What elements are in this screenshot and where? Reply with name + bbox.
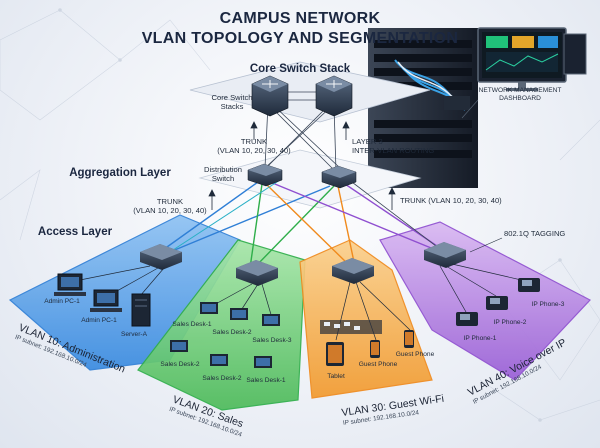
wifi-signal <box>320 320 382 334</box>
device-label-admin-pc-2: Admin PC-1 <box>81 317 117 324</box>
access-switch-vlan-40 <box>424 242 466 268</box>
device-label-admin-pc-1: Admin PC-1 <box>44 298 80 305</box>
distribution-label-2: Switch <box>212 174 234 183</box>
trunk-arrows <box>208 121 396 210</box>
device-label-ip-phone-3: IP Phone-3 <box>532 301 565 308</box>
server-a: Server-A <box>121 293 151 338</box>
sales-desk-4: Sales Desk-2 <box>160 340 200 368</box>
sales-desk-6: Sales Desk-1 <box>246 356 286 384</box>
ip-phone-3: IP Phone-3 <box>518 278 565 308</box>
device-label-sales-desk-6: Sales Desk-1 <box>246 377 286 384</box>
device-label-sales-desk-2: Sales Desk-2 <box>212 329 252 336</box>
tagging-pointer <box>469 237 503 253</box>
access-switch-vlan-20 <box>236 260 278 286</box>
aggregation-layer-label: Aggregation Layer <box>69 167 171 179</box>
sales-desk-2: Sales Desk-2 <box>212 308 252 336</box>
vlan-30-caption: VLAN 30: Guest Wi-Fi IP subnet: 192.168.… <box>341 393 445 427</box>
server-rack <box>368 28 478 188</box>
distribution-switch-2 <box>321 165 357 189</box>
core-switch-label-2: Stacks <box>221 102 244 111</box>
core-switch-1 <box>251 75 289 117</box>
device-label-server-a: Server-A <box>121 331 148 338</box>
access-layer-label: Access Layer <box>38 226 113 238</box>
core-switch-label-1: Core Switch <box>212 93 253 102</box>
tablet: Tablet <box>326 342 345 380</box>
guest-phone-1: Guest Phone <box>359 340 398 368</box>
admin-pc-2: Admin PC-1 <box>81 289 122 324</box>
sales-desk-1: Sales Desk-1 <box>172 302 218 328</box>
access-switch-vlan-30 <box>332 258 374 284</box>
device-label-sales-desk-3: Sales Desk-3 <box>252 337 292 344</box>
layer3-label-1: LAYER 3 <box>352 137 383 146</box>
ip-phone-2: IP Phone-2 <box>486 296 527 326</box>
distribution-links <box>159 175 441 269</box>
trunk-right-label: TRUNK (VLAN 10, 20, 30, 40) <box>400 196 502 205</box>
trunk-core-label-1: TRUNK <box>241 137 267 146</box>
device-label-tablet: Tablet <box>327 373 345 380</box>
core-switch-2 <box>315 75 353 117</box>
device-label-ip-phone-2: IP Phone-2 <box>494 319 527 326</box>
device-label-sales-desk-1: Sales Desk-1 <box>172 321 212 328</box>
guest-phone-2: Guest Phone <box>396 330 435 358</box>
dashboard-label-1: NETWORK MANAGEMENT <box>479 87 562 94</box>
sales-desk-5: Sales Desk-2 <box>202 354 242 382</box>
device-label-guest-phone-1: Guest Phone <box>359 361 398 368</box>
title-line-2: VLAN TOPOLOGY AND SEGMENTATION <box>142 30 459 47</box>
access-switch-vlan-10 <box>140 244 182 270</box>
admin-pc-1: Admin PC-1 <box>44 273 86 305</box>
sales-desk-3: Sales Desk-3 <box>252 314 292 344</box>
management-dashboard: NETWORK MANAGEMENT DASHBOARD <box>477 27 587 102</box>
device-label-sales-desk-4: Sales Desk-2 <box>160 361 200 368</box>
device-label-ip-phone-1: IP Phone-1 <box>464 335 497 342</box>
ip-phone-1: IP Phone-1 <box>456 312 497 342</box>
distribution-label-1: Distribution <box>204 165 242 174</box>
layer3-label-2: INTER-VLAN ROUTING <box>352 146 434 155</box>
trunk-left-label-1: TRUNK <box>157 197 183 206</box>
dashboard-label-2: DASHBOARD <box>499 95 541 102</box>
title-line-1: CAMPUS NETWORK <box>220 10 381 27</box>
distribution-switch-1 <box>247 163 283 187</box>
device-label-sales-desk-5: Sales Desk-2 <box>202 375 242 382</box>
device-label-guest-phone-2: Guest Phone <box>396 351 435 358</box>
tagging-label: 802.1Q TAGGING <box>504 229 565 238</box>
core-layer-label: Core Switch Stack <box>250 63 351 75</box>
trunk-left-label-2: (VLAN 10, 20, 30, 40) <box>133 206 207 215</box>
trunk-core-label-2: (VLAN 10, 20, 30, 40) <box>217 146 291 155</box>
